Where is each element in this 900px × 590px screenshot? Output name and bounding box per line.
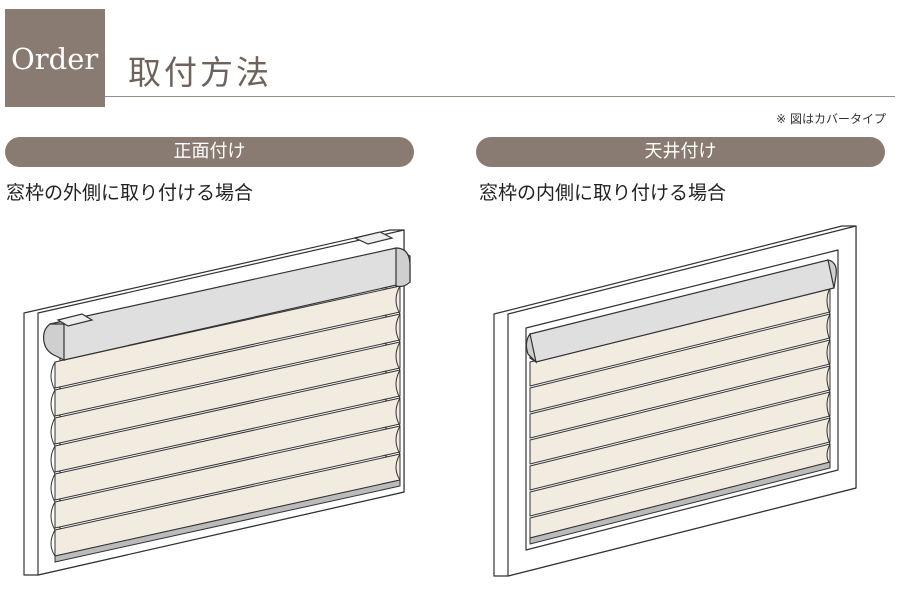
title-divider bbox=[105, 96, 895, 97]
blind-slats bbox=[529, 287, 831, 539]
head-cover bbox=[525, 259, 837, 364]
ceiling-mount-label: 天井付け bbox=[476, 137, 885, 167]
illustration-note: ※ 図はカバータイプ bbox=[776, 112, 886, 126]
front-mount-description: 窓枠の外側に取り付ける場合 bbox=[6, 182, 254, 204]
order-badge: Order bbox=[5, 9, 105, 107]
head-cover bbox=[43, 231, 411, 361]
page-title: 取付方法 bbox=[128, 53, 272, 92]
order-badge-text: Order bbox=[11, 42, 99, 76]
blind-slats bbox=[54, 285, 401, 557]
ceiling-mount-description: 窓枠の内側に取り付ける場合 bbox=[479, 182, 727, 204]
front-mount-illustration bbox=[23, 229, 411, 576]
ceiling-mount-illustration bbox=[493, 225, 857, 577]
front-mount-label: 正面付け bbox=[5, 137, 414, 167]
